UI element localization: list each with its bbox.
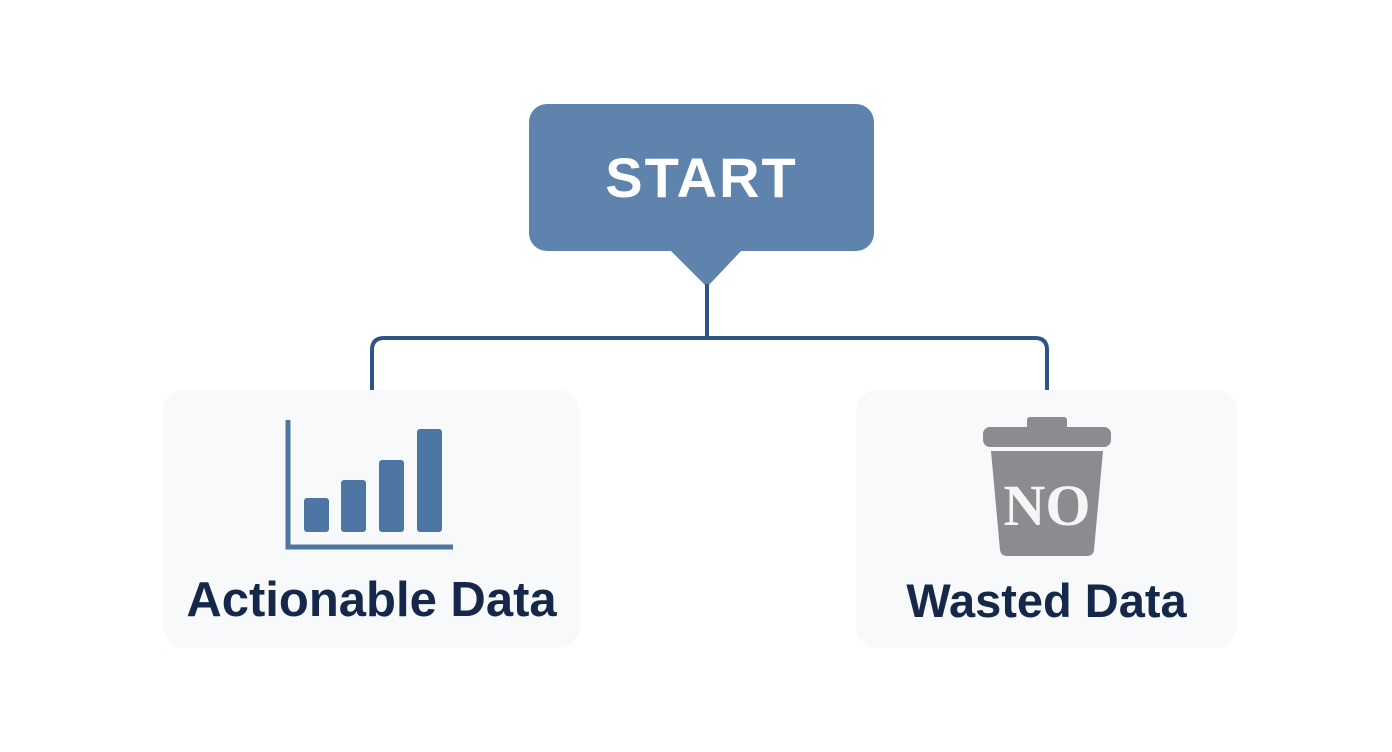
start-node: START	[529, 104, 874, 251]
trash-bin-icon: NO	[983, 417, 1111, 556]
trash-no-text: NO	[1004, 473, 1091, 538]
actionable-data-label: Actionable Data	[186, 573, 557, 627]
bar-chart-icon	[285, 420, 453, 550]
actionable-data-card: Actionable Data	[163, 390, 580, 648]
wasted-data-label: Wasted Data	[906, 574, 1187, 627]
start-label: START	[605, 146, 798, 209]
start-pointer	[671, 251, 741, 287]
branch-line	[370, 336, 1049, 390]
wasted-data-card: NO Wasted Data	[856, 390, 1237, 648]
